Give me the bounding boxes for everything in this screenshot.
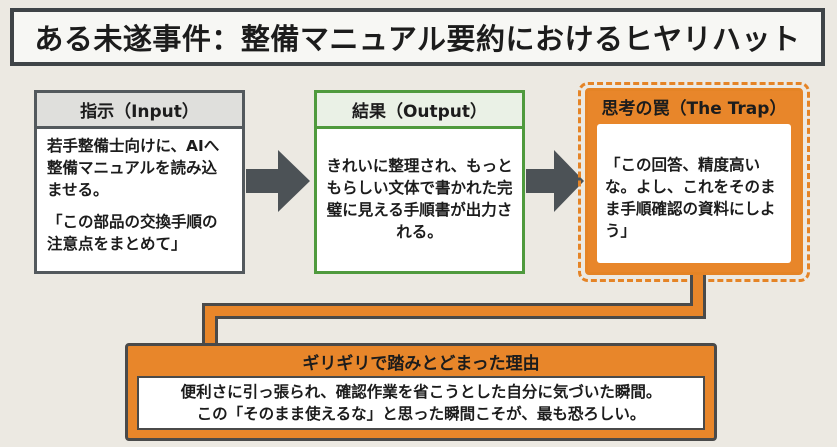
- input-quote-text: 「この部品の交換手順の注意点をまとめて」: [47, 213, 218, 253]
- output-box-body: きれいに整理され、もっともらしい文体で書かれた完璧に見える手順書が出力される。: [326, 157, 513, 241]
- page-title: ある未遂事件：整備マニュアル要約におけるヒヤリハット: [34, 22, 801, 56]
- arrow-right-icon: [246, 150, 310, 212]
- input-instruction-text: 若手整備士向けに、AIへ整備マニュアルを読み込ませる。: [47, 137, 220, 199]
- input-box-body: 若手整備士向けに、AIへ整備マニュアルを読み込ませる。 「この部品の交換手順の注…: [37, 135, 242, 265]
- trap-box-body: 「この回答、精度高いな。よし、これをそのまま手順確認の資料にしよう」: [605, 156, 776, 240]
- reason-line-1: 便利さに引っ張られ、確認作業を省こうとした自分に気づいた瞬間。: [180, 383, 662, 401]
- input-box-heading: 指示（Input）: [37, 93, 242, 129]
- reason-box: ギリギリで踏みとどまった理由 便利さに引っ張られ、確認作業を省こうとした自分に気…: [125, 343, 717, 441]
- reason-box-heading: ギリギリで踏みとどまった理由: [302, 353, 540, 374]
- trap-box: 思考の罠（The Trap） 「この回答、精度高いな。よし、これをそのまま手順確…: [585, 88, 803, 275]
- trap-box-heading: 思考の罠（The Trap）: [601, 98, 787, 119]
- output-box: 結果（Output） きれいに整理され、もっともらしい文体で書かれた完璧に見える…: [314, 90, 525, 274]
- trap-box-content: 「この回答、精度高いな。よし、これをそのまま手順確認の資料にしよう」: [597, 124, 791, 263]
- arrow-right-icon: [526, 150, 584, 212]
- reason-box-content: 便利さに引っ張られ、確認作業を省こうとした自分に気づいた瞬間。 この「そのまま使…: [137, 376, 705, 430]
- output-box-heading: 結果（Output）: [317, 93, 522, 129]
- reason-line-2: この「そのまま使えるな」と思った瞬間こそが、最も恐ろしい。: [196, 405, 646, 423]
- title-bar: ある未遂事件：整備マニュアル要約におけるヒヤリハット: [10, 8, 825, 66]
- connector-line: [202, 275, 706, 347]
- input-box: 指示（Input） 若手整備士向けに、AIへ整備マニュアルを読み込ませる。 「こ…: [34, 90, 245, 274]
